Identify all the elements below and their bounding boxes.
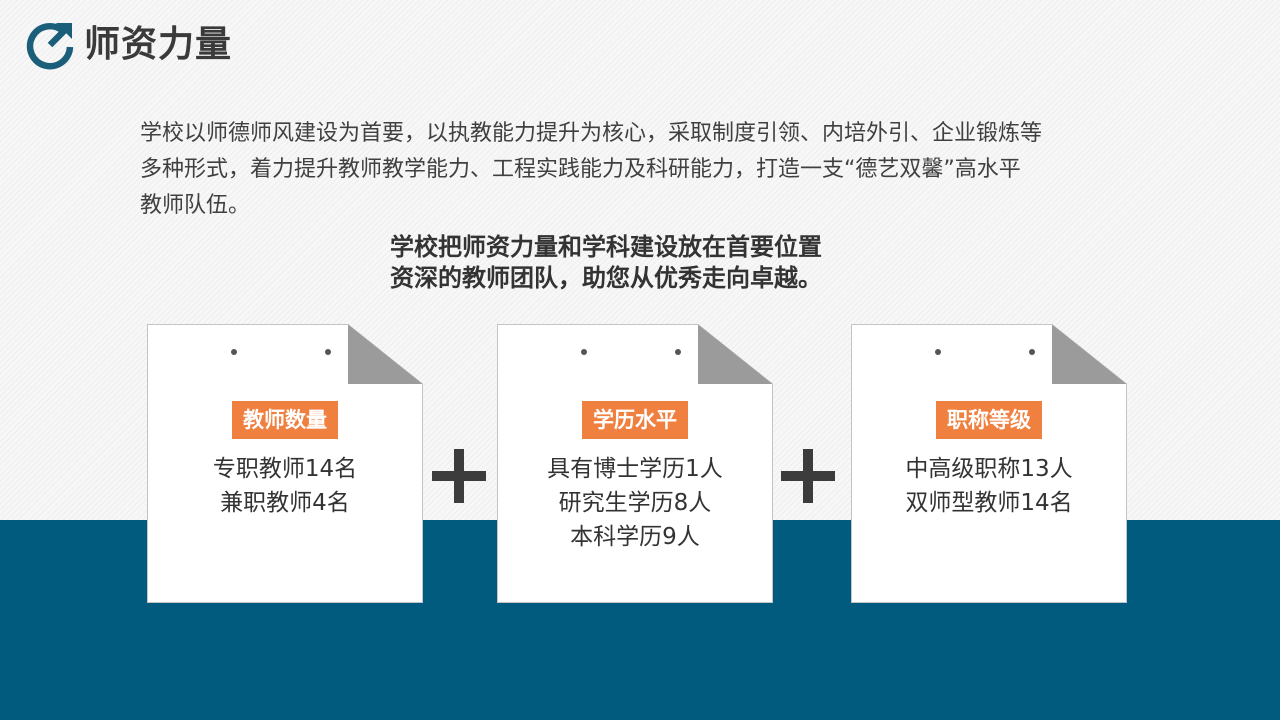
card-line: 具有博士学历1人 <box>547 456 723 482</box>
card-line: 中高级职称13人 <box>905 456 1073 482</box>
page-header: 师资力量 <box>22 18 232 72</box>
card-line: 研究生学历8人 <box>558 490 712 516</box>
card-line: 兼职教师4名 <box>220 490 350 516</box>
pin-dot <box>1029 349 1035 355</box>
pin-dot <box>231 349 237 355</box>
sub-heading-line: 学校把师资力量和学科建设放在首要位置 <box>390 233 822 261</box>
card-education-level: 学历水平 具有博士学历1人 研究生学历8人 本科学历9人 <box>497 324 773 603</box>
card-text: 专职教师14名 兼职教师4名 <box>147 452 423 520</box>
intro-paragraph: 学校以师德师风建设为首要，以执教能力提升为核心，采取制度引领、内培外引、企业锻炼… <box>140 116 1140 224</box>
card-badge: 学历水平 <box>582 401 688 439</box>
card-badge: 教师数量 <box>232 401 338 439</box>
folded-paper-card <box>147 324 423 603</box>
page-title: 师资力量 <box>84 24 233 65</box>
sub-heading-line: 资深的教师团队，助您从优秀走向卓越。 <box>390 264 822 292</box>
sub-heading: 学校把师资力量和学科建设放在首要位置 资深的教师团队，助您从优秀走向卓越。 <box>390 232 990 294</box>
card-teacher-count: 教师数量 专职教师14名 兼职教师4名 <box>147 324 423 603</box>
card-text: 具有博士学历1人 研究生学历8人 本科学历9人 <box>497 452 773 554</box>
card-line: 本科学历9人 <box>570 524 700 550</box>
plus-icon <box>432 449 486 503</box>
pin-dot <box>581 349 587 355</box>
card-line: 双师型教师14名 <box>905 490 1073 516</box>
plus-icon <box>781 449 835 503</box>
intro-line: 教师队伍。 <box>140 193 251 218</box>
card-line: 专职教师14名 <box>212 456 358 482</box>
intro-line: 多种形式，着力提升教师教学能力、工程实践能力及科研能力，打造一支“德艺双馨”高水… <box>140 157 1021 182</box>
card-text: 中高级职称13人 双师型教师14名 <box>851 452 1127 520</box>
card-badge: 职称等级 <box>936 401 1042 439</box>
folded-paper-card <box>851 324 1127 603</box>
pin-dot <box>935 349 941 355</box>
card-title-level: 职称等级 中高级职称13人 双师型教师14名 <box>851 324 1127 603</box>
pin-dot <box>675 349 681 355</box>
circular-arrow-icon <box>26 22 74 70</box>
folded-paper-card <box>497 324 773 603</box>
pin-dot <box>325 349 331 355</box>
intro-line: 学校以师德师风建设为首要，以执教能力提升为核心，采取制度引领、内培外引、企业锻炼… <box>140 121 1043 146</box>
